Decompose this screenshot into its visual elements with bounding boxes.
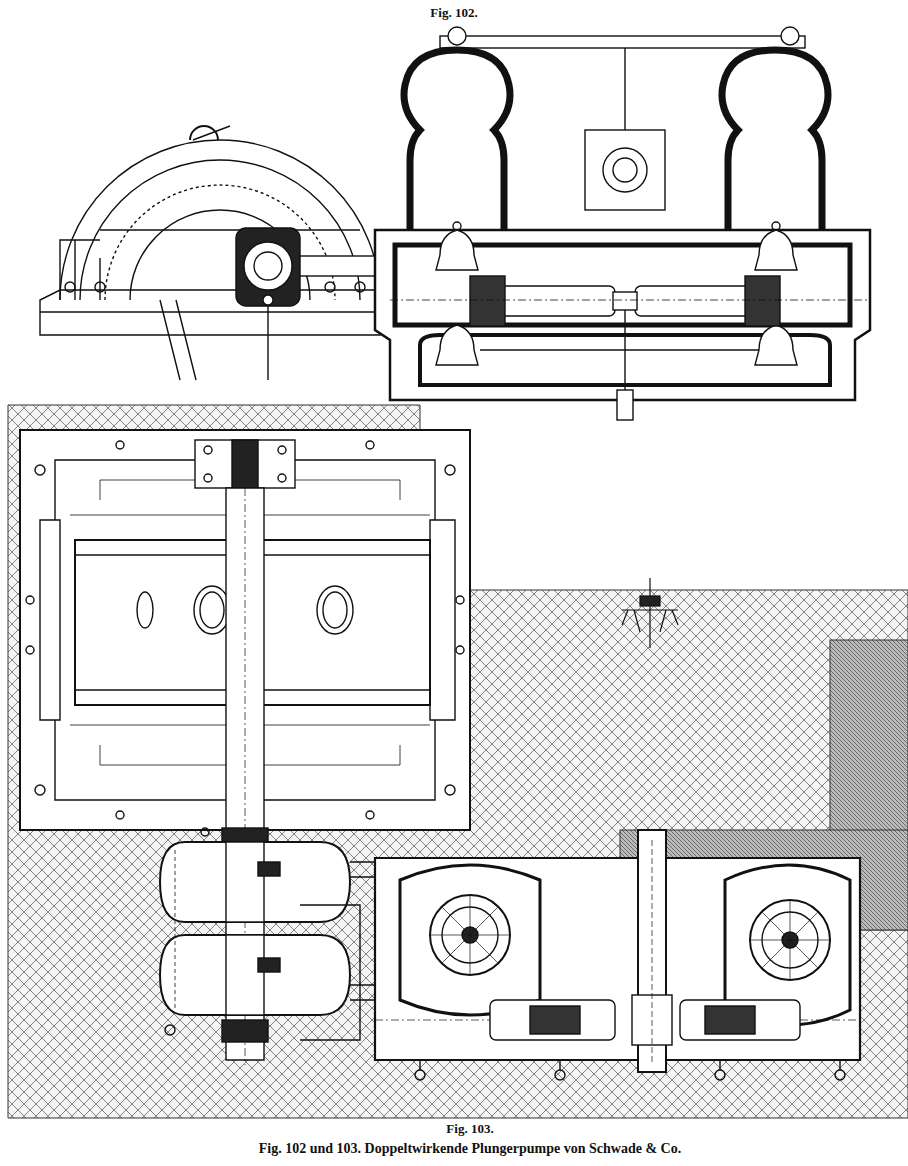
valve-symbol <box>622 578 678 648</box>
figure-caption: Fig. 102 und 103. Doppeltwirkende Plunge… <box>256 1141 684 1157</box>
figure-number: Fig. 103. <box>443 1122 496 1137</box>
plan-drawing <box>20 430 860 1080</box>
foundation-hatching <box>8 405 908 1118</box>
elevation-drawing <box>40 27 870 420</box>
figure-number: Fig. 102. <box>427 6 480 21</box>
